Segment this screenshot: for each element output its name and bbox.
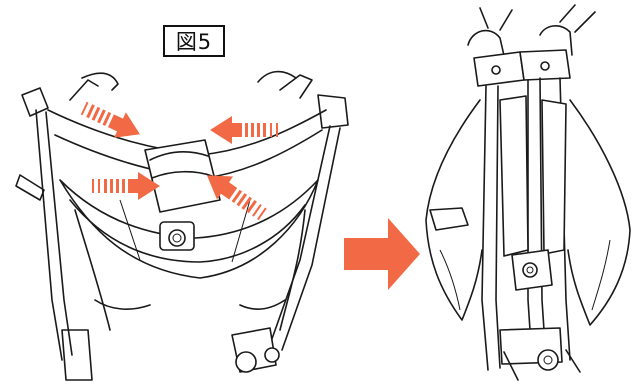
figure-label: 図5 [163, 25, 225, 57]
push-arrow [92, 172, 160, 200]
push-arrow [78, 95, 146, 147]
push-arrow [210, 116, 278, 144]
folded-playard-illustration [426, 5, 630, 380]
transition-arrow [344, 218, 420, 290]
unfolded-playard-illustration [16, 72, 348, 380]
